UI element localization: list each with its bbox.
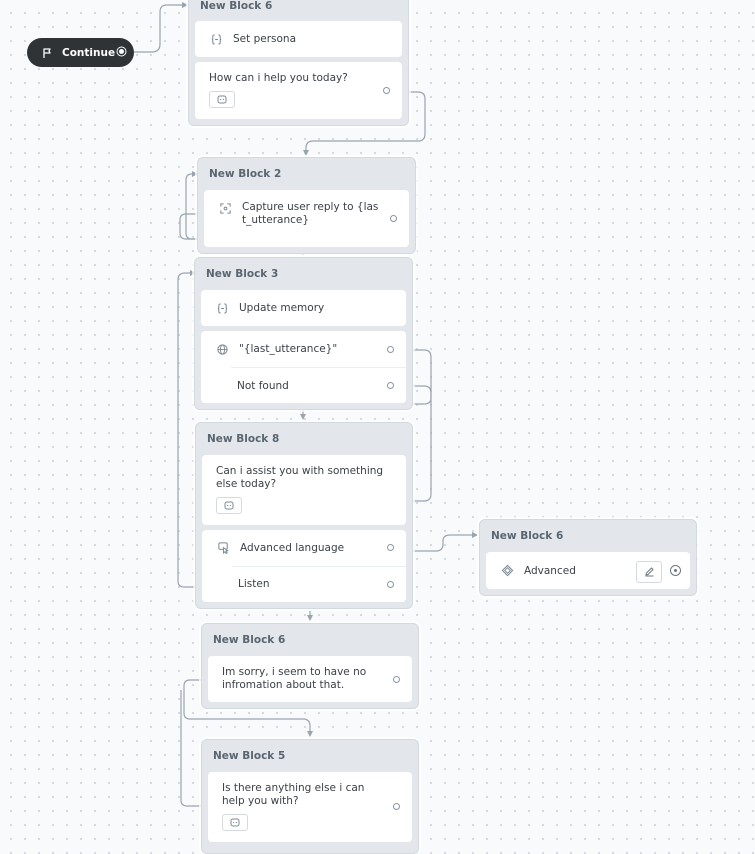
message-text: Im sorry, i seem to have no infromation … bbox=[222, 666, 367, 691]
curly-braces-icon bbox=[209, 32, 223, 46]
output-port[interactable] bbox=[387, 345, 394, 353]
flag-icon bbox=[41, 47, 53, 59]
component-step[interactable]: Advanced bbox=[486, 552, 690, 589]
step-label: Capture user reply to {last_utterance} bbox=[242, 201, 379, 226]
curly-braces-icon bbox=[215, 301, 229, 315]
output-port[interactable] bbox=[393, 675, 400, 683]
block-title: New Block 2 bbox=[209, 168, 282, 180]
start-output-port[interactable] bbox=[119, 49, 124, 54]
output-port[interactable] bbox=[670, 565, 681, 576]
step-label: Set persona bbox=[233, 33, 297, 45]
block-title: New Block 8 bbox=[207, 433, 280, 445]
block-new-block-6-top[interactable]: New Block 6 Set persona How can i help y… bbox=[188, 0, 409, 126]
message-text: Can i assist you with something else tod… bbox=[216, 465, 384, 490]
step-label: Update memory bbox=[239, 302, 325, 314]
continue-start-node[interactable]: Continue bbox=[27, 38, 134, 67]
component-icon bbox=[500, 564, 514, 578]
pencil-icon[interactable] bbox=[636, 560, 662, 583]
block-title: New Block 6 bbox=[491, 530, 564, 542]
message-step[interactable]: Can i assist you with something else tod… bbox=[202, 455, 406, 525]
step-label: "{last_utterance}" bbox=[239, 343, 338, 355]
capture-icon bbox=[218, 201, 232, 215]
step-label: Advanced language bbox=[240, 541, 345, 554]
not-found-row[interactable]: Not found bbox=[231, 367, 406, 403]
block-new-block-5[interactable]: New Block 5 Is there anything else i can… bbox=[201, 739, 419, 854]
output-port[interactable] bbox=[393, 803, 400, 811]
step-label: Advanced bbox=[524, 564, 576, 577]
block-new-block-2[interactable]: New Block 2 Capture user reply to {last_… bbox=[197, 157, 416, 254]
message-step[interactable]: Im sorry, i seem to have no infromation … bbox=[208, 656, 412, 702]
block-new-block-8[interactable]: New Block 8 Can i assist you with someth… bbox=[195, 422, 413, 609]
update-memory-step[interactable]: Update memory bbox=[201, 290, 406, 326]
message-step[interactable]: How can i help you today? bbox=[195, 62, 402, 119]
output-port[interactable] bbox=[387, 382, 394, 389]
continue-label: Continue bbox=[62, 46, 116, 59]
capture-step[interactable]: Capture user reply to {last_utterance} bbox=[204, 190, 409, 247]
else-label: Listen bbox=[238, 578, 270, 590]
block-title: New Block 3 bbox=[206, 268, 279, 280]
block-title: New Block 5 bbox=[213, 750, 286, 762]
message-text: Is there anything else i can help you wi… bbox=[222, 782, 365, 807]
chat-bubble-icon[interactable] bbox=[216, 497, 242, 514]
chat-bubble-icon[interactable] bbox=[222, 814, 248, 831]
message-step[interactable]: Is there anything else i can help you wi… bbox=[208, 772, 412, 842]
cursor-icon bbox=[216, 541, 230, 555]
block-new-block-6-bottom[interactable]: New Block 6 Im sorry, i seem to have no … bbox=[201, 623, 419, 709]
kb-search-step[interactable]: "{last_utterance}" Not found bbox=[201, 331, 406, 403]
edge-continue-to-block6 bbox=[134, 2, 188, 53]
block-new-block-6-right[interactable]: New Block 6 Advanced bbox=[479, 519, 697, 596]
output-port[interactable] bbox=[387, 544, 394, 551]
output-port[interactable] bbox=[383, 86, 390, 94]
listen-row[interactable]: Listen bbox=[232, 565, 406, 602]
block-title: New Block 6 bbox=[200, 0, 273, 12]
choice-step[interactable]: Advanced language Listen bbox=[202, 529, 406, 602]
advanced-language-row[interactable]: Advanced language bbox=[202, 530, 406, 566]
set-persona-step[interactable]: Set persona bbox=[195, 21, 402, 57]
chat-bubble-icon[interactable] bbox=[209, 91, 235, 108]
globe-icon bbox=[215, 342, 229, 356]
message-text: How can i help you today? bbox=[209, 72, 348, 84]
block-new-block-3[interactable]: New Block 3 Update memory "{last_utteran… bbox=[194, 257, 413, 410]
kb-query-row[interactable]: "{last_utterance}" bbox=[201, 331, 406, 367]
output-port[interactable] bbox=[390, 215, 397, 222]
output-port[interactable] bbox=[387, 580, 394, 588]
block-title: New Block 6 bbox=[213, 634, 286, 646]
else-label: Not found bbox=[237, 379, 289, 392]
